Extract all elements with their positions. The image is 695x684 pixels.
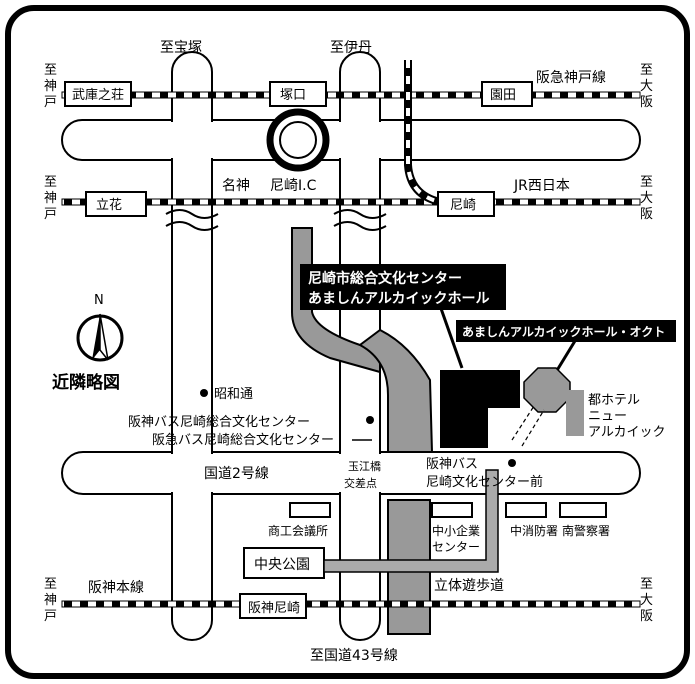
- station-tsukaguchi: [269, 81, 327, 107]
- label-chuo-koen: 中央公園: [254, 557, 310, 573]
- bus-stop-right-dot: [508, 459, 516, 467]
- label-sonoda: 園田: [490, 88, 516, 103]
- label-bus-right-2: 尼崎文化センター前: [426, 474, 543, 490]
- label-pedestrian-deck: 立体遊歩道: [434, 578, 504, 594]
- label-sme-1: 中小企業: [432, 523, 480, 538]
- label-to-osaka-2: 至大阪: [640, 175, 653, 222]
- label-to-kobe-1: 至神戸: [44, 63, 57, 110]
- label-to-osaka-3: 至大阪: [640, 577, 653, 624]
- hotel-label-1: 都ホテル: [588, 393, 640, 408]
- hotel-block: [566, 390, 584, 436]
- label-mukonoso: 武庫之荘: [72, 88, 124, 103]
- label-tamaebashi-1: 玉江橋: [348, 459, 381, 473]
- venue-label-box: [300, 264, 506, 310]
- label-bus-left-2: 阪急バス尼崎総合文化センター: [152, 433, 334, 448]
- label-to-kobe-3: 至神戸: [44, 577, 57, 624]
- station-hanshin-amagasaki: [239, 593, 307, 619]
- label-bus-right-1: 阪神バス: [426, 457, 478, 472]
- label-hankyu-kobe: 阪急神戸線: [536, 70, 606, 86]
- label-to-takarazuka: 至宝塚: [160, 40, 202, 56]
- map-title: 近隣略図: [52, 372, 120, 393]
- jr-line: [61, 198, 641, 206]
- label-amagasaki-jr: 尼崎: [450, 198, 476, 213]
- north-label: N: [94, 293, 104, 308]
- label-to-route43: 至国道43号線: [310, 648, 398, 664]
- hotel-label-3: アルカイック: [588, 425, 665, 440]
- octo-hall: [523, 367, 571, 413]
- octo-label-box: [456, 320, 676, 342]
- label-meishin: 名神: [222, 178, 250, 194]
- label-to-itami: 至伊丹: [330, 40, 372, 56]
- railways: [61, 60, 641, 608]
- hotel-label-2: ニュー: [588, 409, 627, 424]
- bus-stop-left-dot: [366, 416, 374, 424]
- station-amagasaki-jr: [437, 191, 495, 217]
- label-to-osaka-1: 至大阪: [640, 63, 653, 110]
- station-mukonoso: [64, 81, 132, 107]
- octo-label: あましんアルカイックホール・オクト: [462, 325, 665, 339]
- chuo-koen-box: [243, 547, 325, 579]
- pedestrian-deck: [323, 469, 499, 573]
- label-bus-left-1: 阪神バス尼崎総合文化センター: [128, 415, 310, 430]
- label-chamber: 商工会議所: [268, 523, 328, 538]
- label-fire: 中消防署: [510, 523, 558, 538]
- hankyu-kobe-line: [61, 91, 641, 99]
- label-amagasaki-ic: 尼崎I.C: [270, 178, 317, 194]
- chamber-icon: [289, 502, 331, 518]
- label-to-kobe-2: 至神戸: [44, 175, 57, 222]
- label-showadori: 昭和通: [214, 387, 253, 402]
- hanshin-main-line: [61, 600, 641, 608]
- label-tsukaguchi: 塚口: [280, 88, 306, 103]
- fire-icon: [505, 502, 547, 518]
- label-sme-2: センター: [432, 540, 480, 554]
- venue-label-1: 尼崎市総合文化センター: [308, 270, 462, 287]
- label-route2: 国道2号線: [204, 466, 269, 482]
- label-hanshin-amagasaki: 阪神尼崎: [248, 601, 300, 616]
- police-icon: [559, 502, 607, 518]
- station-sonoda: [481, 81, 533, 107]
- showadori-dot: [200, 389, 208, 397]
- venue-building: [440, 370, 520, 448]
- label-tachibana: 立花: [96, 197, 122, 213]
- expressway-curve: [358, 328, 434, 453]
- sme-icon: [431, 502, 473, 518]
- station-tachibana: [85, 191, 147, 217]
- label-tamaebashi-2: 交差点: [344, 476, 377, 490]
- label-jr-west: JR西日本: [513, 178, 570, 194]
- label-hanshin-main: 阪神本線: [88, 580, 144, 596]
- venue-label-2: あましんアルカイックホール: [308, 291, 489, 307]
- label-police: 南警察署: [562, 523, 610, 538]
- venue-pointer: [436, 299, 464, 369]
